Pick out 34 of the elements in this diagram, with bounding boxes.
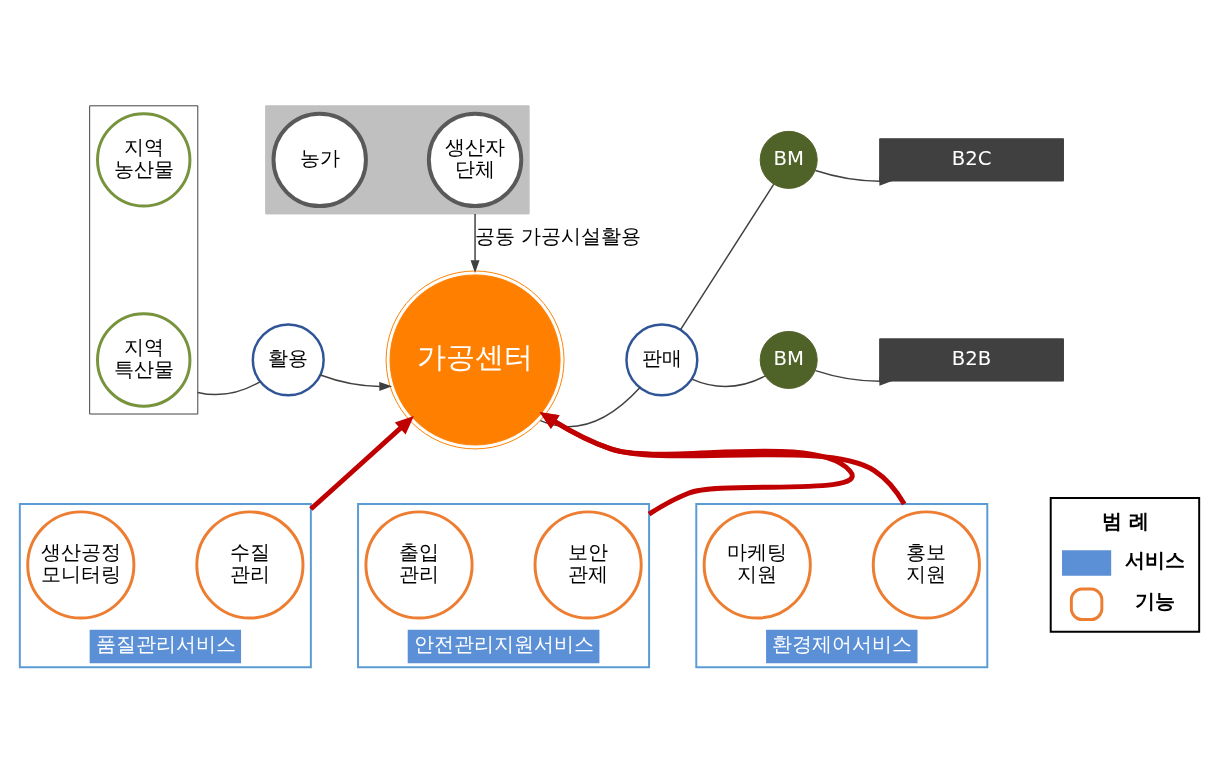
arrow	[309, 416, 414, 511]
node-circle: BM	[759, 330, 818, 389]
arrow	[539, 412, 907, 506]
cluster	[89, 105, 199, 415]
node-circle: 판매	[625, 323, 699, 397]
arrow	[319, 374, 393, 391]
node-circle: 홍보 지원	[871, 510, 981, 620]
node-circle: 마케팅 지원	[702, 510, 812, 620]
arrow	[814, 169, 893, 186]
connector	[197, 381, 261, 396]
arrow	[470, 213, 480, 274]
connector	[691, 375, 766, 388]
cluster	[265, 105, 530, 215]
node-circle: 가공센터	[385, 270, 565, 450]
node-circle: BM	[759, 130, 818, 189]
node-box: B2B	[879, 338, 1064, 382]
node-circle: 보안 관제	[533, 510, 643, 620]
arrow	[814, 369, 893, 386]
arrow	[539, 412, 854, 517]
connector	[679, 183, 775, 331]
edge-label: 공동 가공시설활용	[475, 225, 642, 249]
node-circle: 생산자 단체	[426, 111, 524, 209]
node-circle: 농가	[271, 111, 368, 209]
node-circle: 출입 관리	[364, 510, 474, 620]
node-circle: 활용	[251, 323, 325, 397]
node-box: B2C	[879, 138, 1064, 182]
node-circle: 생산공정 모니터링	[26, 510, 136, 620]
node-circle: 지역 특산물	[96, 312, 192, 408]
node-circle: 지역 농산물	[96, 112, 192, 208]
connector	[539, 387, 641, 428]
legend-label: 기능	[1134, 590, 1175, 614]
node-circle: 수질 관리	[195, 510, 305, 620]
label: 범 례	[1102, 509, 1150, 533]
legend-label: 서비스	[1124, 548, 1185, 572]
